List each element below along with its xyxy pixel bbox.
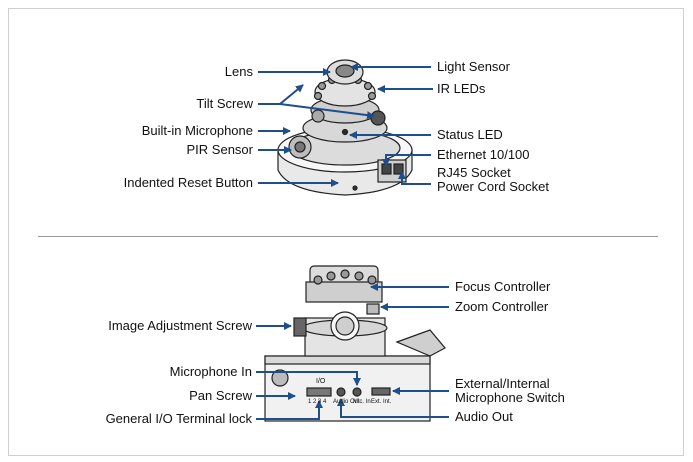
section-divider xyxy=(38,236,658,237)
bottom-callout-arrows xyxy=(256,283,449,420)
label-power-cord-socket: Power Cord Socket xyxy=(437,179,549,194)
label-image-adjustment-screw: Image Adjustment Screw xyxy=(108,318,252,333)
label-rj45-socket: RJ45 Socket xyxy=(437,165,511,180)
label-tilt-screw: Tilt Screw xyxy=(196,96,253,111)
label-microphone-in: Microphone In xyxy=(169,364,252,379)
io-panel-label: I/O xyxy=(316,378,326,385)
label-pir-sensor: PIR Sensor xyxy=(186,142,253,157)
side-camera-illustration xyxy=(264,265,446,422)
label-ext-int: External/Internal xyxy=(455,376,550,391)
label-ethernet: Ethernet 10/100 xyxy=(437,147,530,162)
io-pins-label: 1 2 3 4 xyxy=(308,399,327,405)
label-gio-terminal: General I/O Terminal lock xyxy=(105,411,252,426)
ext-panel-label: Ext. xyxy=(371,399,382,405)
label-zoom-controller: Zoom Controller xyxy=(455,299,549,314)
label-light-sensor: Light Sensor xyxy=(437,59,510,74)
label-focus-controller: Focus Controller xyxy=(455,279,551,294)
audio-out-panel-label: Audio Out xyxy=(333,399,360,405)
label-pan-screw: Pan Screw xyxy=(189,388,252,403)
label-ir-leds: IR LEDs xyxy=(437,81,486,96)
label-builtin-microphone: Built-in Microphone xyxy=(141,123,253,138)
label-lens: Lens xyxy=(224,64,253,79)
int-panel-label: Int. xyxy=(383,399,392,405)
label-reset-button: Indented Reset Button xyxy=(123,175,253,190)
diagram-frame xyxy=(8,8,684,456)
label-mic-switch: Microphone Switch xyxy=(455,390,565,405)
dome-camera-illustration xyxy=(277,59,413,196)
label-status-led: Status LED xyxy=(437,127,503,142)
top-callout-arrows xyxy=(258,63,433,187)
label-audio-out: Audio Out xyxy=(455,409,513,424)
mic-in-panel-label: Mic. In xyxy=(353,399,371,405)
